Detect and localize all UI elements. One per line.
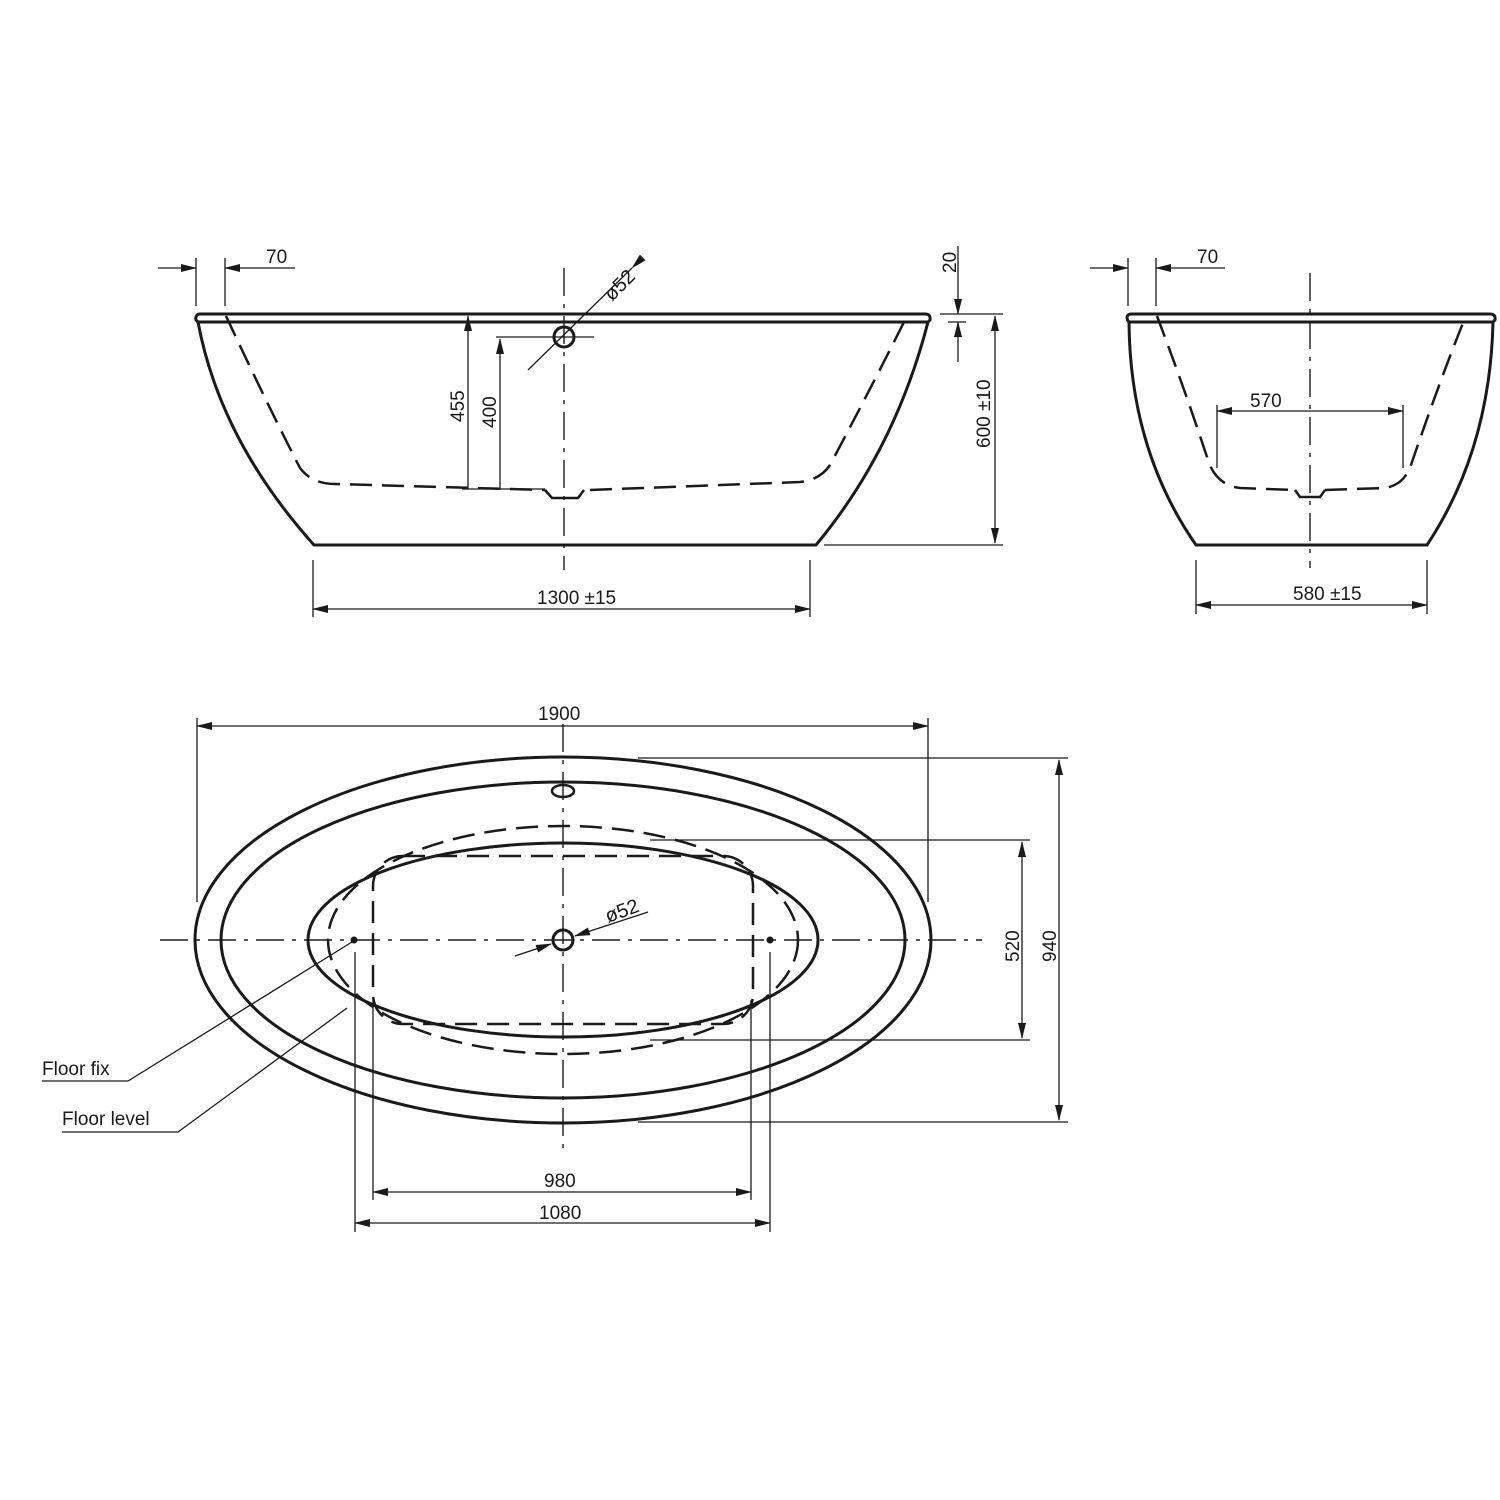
plan-drain-icon (551, 928, 575, 952)
end-inner-outline (1155, 315, 1467, 492)
side-inner-outline (224, 315, 908, 492)
plan-inner-width-label: 520 (1003, 930, 1024, 962)
end-drain (1293, 489, 1327, 499)
plan-overall-length-label: 1900 (538, 704, 580, 725)
side-total-height-label: 600 ±10 (974, 379, 995, 448)
end-inner-width-label: 570 (1250, 391, 1282, 412)
end-view: 70 570 580 ±15 (1090, 247, 1497, 614)
end-base-width-label: 580 ±15 (1293, 584, 1362, 605)
floor-level-leader (62, 1007, 348, 1133)
end-rim-overhang-label: 70 (1197, 247, 1218, 268)
side-overflow-diameter-label: ø52 (600, 266, 640, 306)
end-rim (1125, 312, 1497, 324)
floor-fix-leader (42, 941, 353, 1082)
end-body-outline (1127, 321, 1495, 547)
side-rim-overhang-label: 70 (266, 247, 287, 268)
side-base-length-label: 1300 ±15 (537, 588, 616, 609)
floor-fix-callout: Floor fix (42, 1059, 110, 1080)
floor-fix-point-left (350, 936, 358, 944)
plan-overall-width-label: 940 (1040, 930, 1061, 962)
side-drain (544, 489, 585, 500)
side-view: ø52 70 455 400 20 600 ±10 1300 ±15 (158, 246, 1003, 617)
side-body-outline (196, 321, 930, 547)
side-depth-label: 455 (448, 390, 469, 422)
floor-level-callout: Floor level (62, 1109, 150, 1130)
side-overflow-height-label: 400 (480, 396, 501, 428)
side-rim (194, 312, 932, 324)
plan-view: ø52 1900 940 520 980 1080 (42, 704, 1068, 1232)
floor-fix-point-right (766, 936, 774, 944)
side-rim-thickness-label: 20 (940, 252, 961, 273)
plan-floor-fix-spacing-label: 1080 (539, 1203, 581, 1224)
plan-inner-floor-length-label: 980 (544, 1171, 576, 1192)
plan-drain-diameter-label: ø52 (602, 895, 642, 927)
